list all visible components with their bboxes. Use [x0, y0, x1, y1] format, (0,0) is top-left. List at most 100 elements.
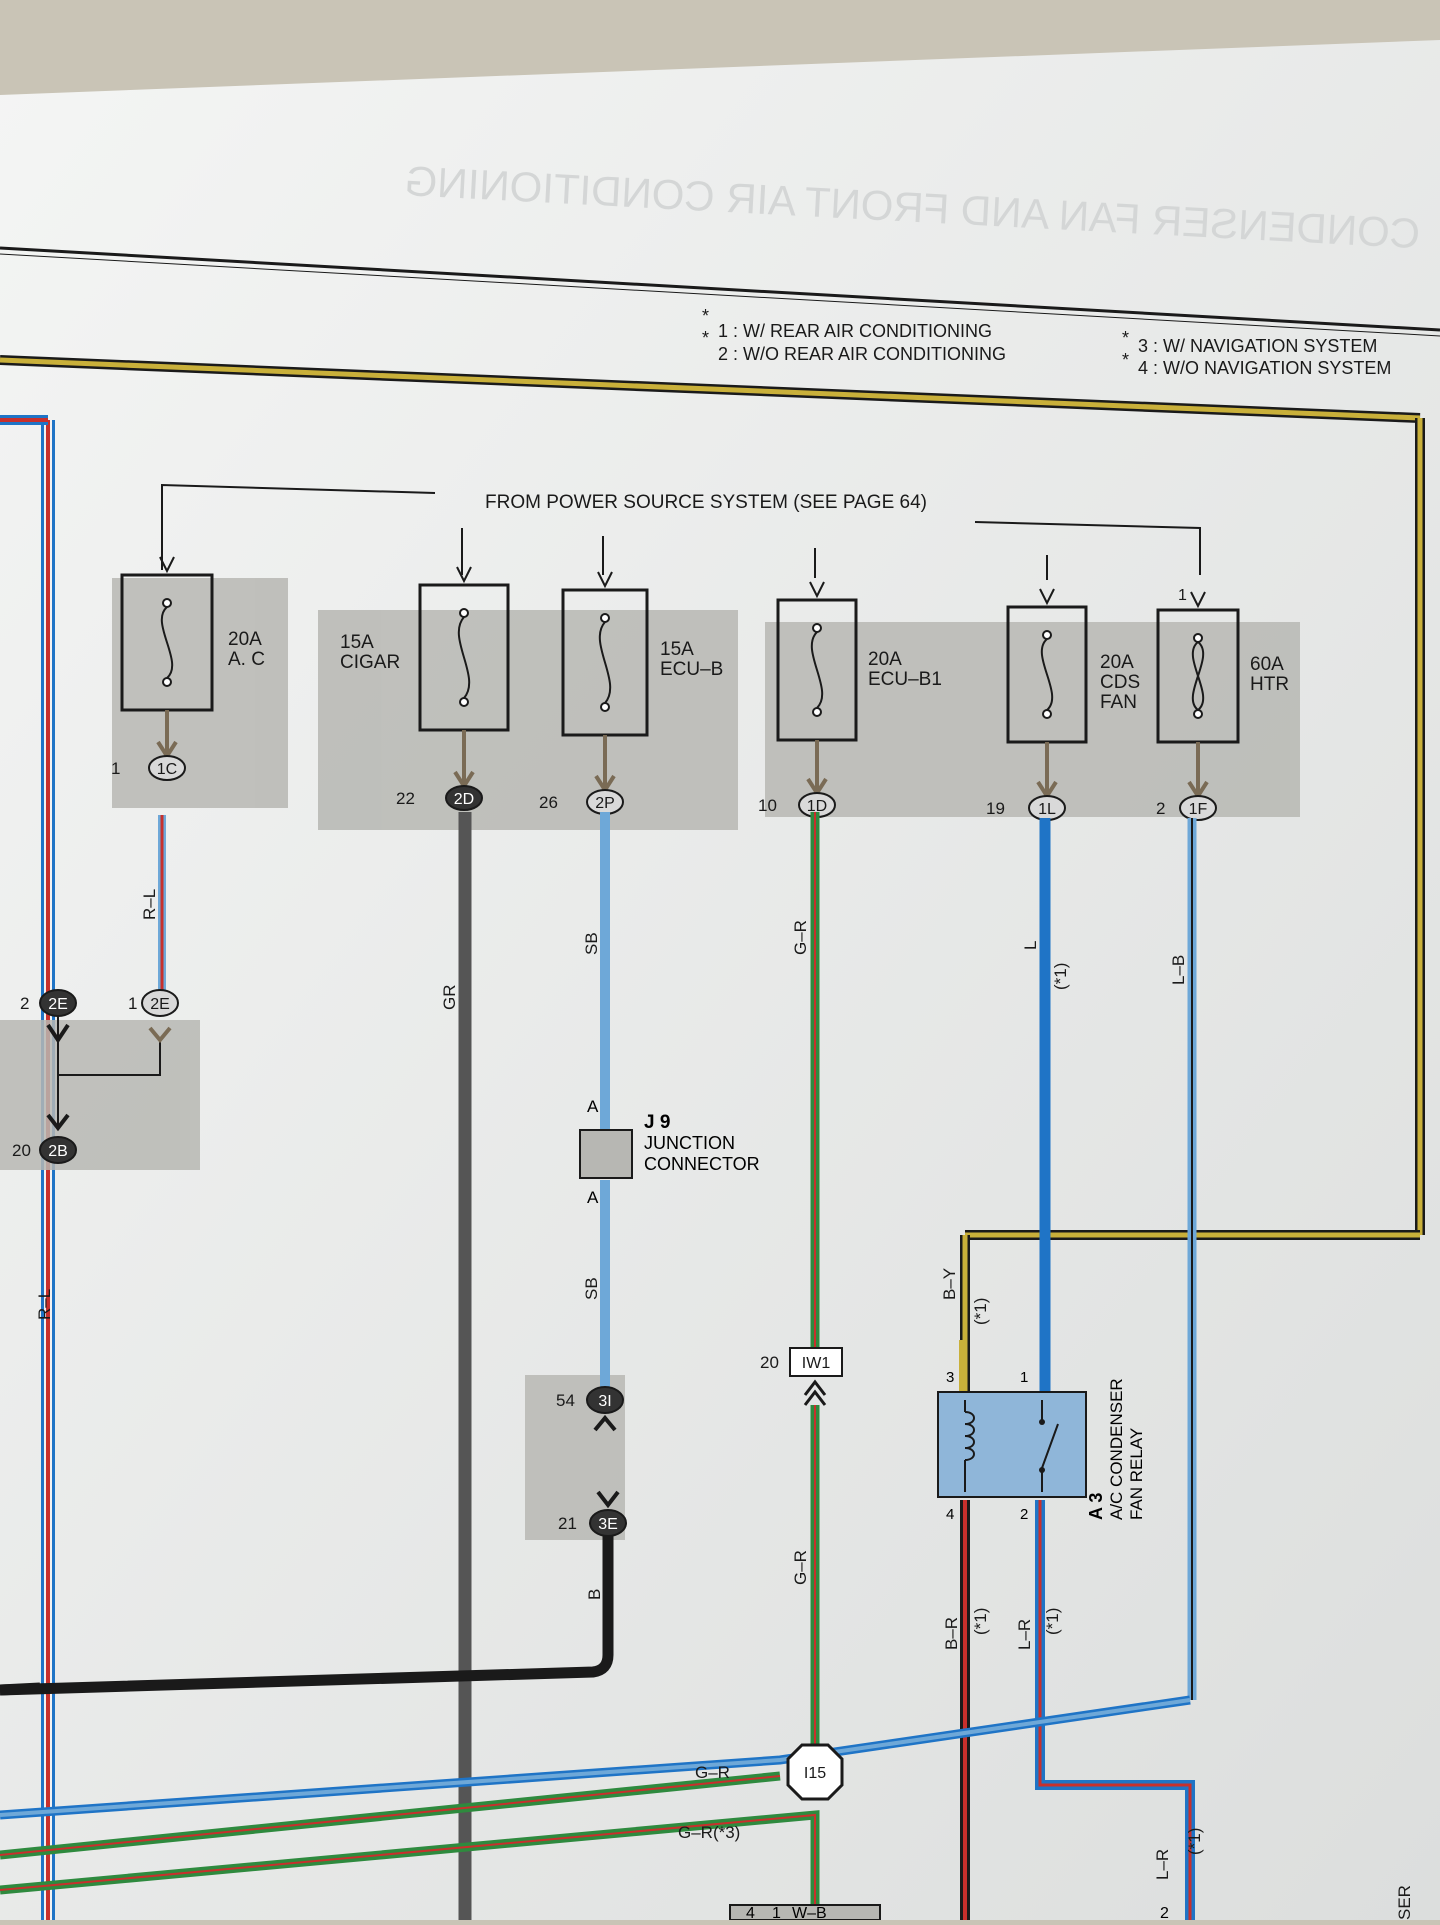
connector-2D: [445, 785, 483, 811]
fuse-name: CIGAR: [340, 652, 400, 673]
j9-name-2: CONNECTOR: [644, 1154, 760, 1174]
bottom-pin-1: 1: [772, 1905, 781, 1920]
wire-labels: R–L GR SB SB B G–R G–R L (*1) L–B B–Y (*…: [35, 889, 1414, 1920]
connector-pin: 1: [128, 994, 137, 1013]
note-4: 4 : W/O NAVIGATION SYSTEM: [1138, 358, 1391, 378]
fuse-terminal: [600, 613, 610, 623]
relay-name-2: FAN RELAY: [1127, 1428, 1146, 1520]
relay-pin-3: 3: [946, 1369, 954, 1386]
connector-label: 2P: [595, 795, 615, 812]
fuse-terminal: [162, 598, 172, 608]
fuse-rating: 15A: [340, 632, 374, 653]
fuse-terminal: [162, 677, 172, 687]
fuse-link: [457, 616, 471, 699]
header-rule-thin: [0, 253, 1440, 337]
fuse-link: [1191, 641, 1205, 711]
j9-pin-top: A: [587, 1097, 599, 1116]
connector-pin: 22: [396, 789, 415, 808]
connector-i15: I15: [786, 1743, 844, 1801]
connector-pin: 20: [760, 1353, 779, 1372]
relay-name-1: A/C CONDENSER: [1107, 1378, 1126, 1520]
a3-condenser-fan-relay: 3 1 4 2 A 3 A/C CONDENSER FAN RELAY: [937, 1340, 1146, 1523]
label-sb-lower: SB: [582, 1277, 601, 1300]
fuse-name: ECU–B1: [868, 669, 942, 690]
connector-pin: 10: [758, 796, 777, 815]
fuse-terminal: [1042, 709, 1052, 719]
note-star: *: [1122, 328, 1129, 348]
wire-b: [0, 1535, 614, 1696]
notes-block: * 1 : W/ REAR AIR CONDITIONING * 2 : W/O…: [702, 306, 1391, 378]
label-b-r: B–R: [942, 1617, 961, 1650]
note-3: 3 : W/ NAVIGATION SYSTEM: [1138, 336, 1377, 356]
connector-label: 1C: [157, 761, 177, 778]
htr-pin-top: 1: [1178, 587, 1187, 604]
bottom-right-pin: 2: [1160, 1905, 1169, 1920]
j9-pin-bottom: A: [587, 1188, 599, 1207]
fuse-terminal: [459, 608, 469, 618]
connector-pin: 2: [1156, 799, 1165, 818]
note-star: *: [702, 306, 709, 326]
label-g-r-lower: G–R: [791, 1550, 810, 1585]
label-sb: SB: [582, 932, 601, 955]
connector-label: 1D: [807, 798, 827, 815]
connector-iw1: IW1 20: [760, 1347, 843, 1406]
connector-1C: [148, 755, 186, 781]
fuse-terminal: [600, 702, 610, 712]
label-r-l-left: R–L: [35, 1289, 54, 1320]
label-l-r: L–R: [1015, 1619, 1034, 1650]
fuse-rating: 15A: [660, 639, 694, 660]
connector-label: 2D: [454, 791, 474, 808]
arrow-2e: [46, 1023, 70, 1044]
wires: [0, 812, 1197, 1920]
arrow-2e-right: [148, 1026, 172, 1044]
j9-junction-connector: A A J 9 JUNCTION CONNECTOR: [579, 1097, 760, 1207]
connector-pin: 2: [20, 994, 29, 1013]
label-star1-br: (*1): [971, 1608, 990, 1635]
j9-name-1: JUNCTION: [644, 1133, 735, 1153]
bottom-pin-4: 4: [746, 1905, 755, 1920]
relay-pin-4: 4: [946, 1506, 954, 1523]
note-star: *: [702, 328, 709, 348]
label-b: B: [585, 1589, 604, 1600]
label-l-b: L–B: [1169, 955, 1188, 985]
fuse-link: [1040, 638, 1054, 711]
fuse-link: [598, 621, 612, 704]
connector-2e-right: 2E1: [128, 989, 179, 1017]
relay-pin-1: 1: [1020, 1369, 1028, 1386]
note-star: *: [1122, 350, 1129, 370]
fuse-terminal: [812, 707, 822, 717]
fuse-terminal: [1193, 633, 1203, 643]
note-1: 1 : W/ REAR AIR CONDITIONING: [718, 321, 992, 341]
fuse-rating: 20A: [1100, 652, 1134, 673]
label-g-r-h2: G–R(*3): [678, 1823, 740, 1842]
arrow-3e: [596, 1490, 620, 1509]
label-g-r-h1: G–R: [695, 1763, 730, 1782]
lower-black-band: [0, 1682, 41, 1696]
label-gr: GR: [440, 985, 459, 1011]
connector-1F: [1179, 795, 1217, 821]
fuse-rating: 60A: [1250, 654, 1284, 675]
label-r-l-top: R–L: [140, 889, 159, 920]
label-ser: SER: [1395, 1885, 1414, 1920]
fuse-link: [810, 631, 824, 709]
connector-label: 2B: [48, 1143, 68, 1160]
arrow-3i: [593, 1414, 617, 1432]
connector-label: 1F: [1189, 801, 1208, 818]
connector-label: IW1: [802, 1355, 831, 1372]
label-l: L: [1021, 941, 1040, 950]
fuse-rating: 20A: [228, 629, 262, 650]
relay-pin-2: 2: [1020, 1506, 1028, 1523]
connector-label: 1L: [1038, 801, 1056, 818]
label-star1-by: (*1): [971, 1298, 990, 1325]
connector-pin: 21: [558, 1514, 577, 1533]
